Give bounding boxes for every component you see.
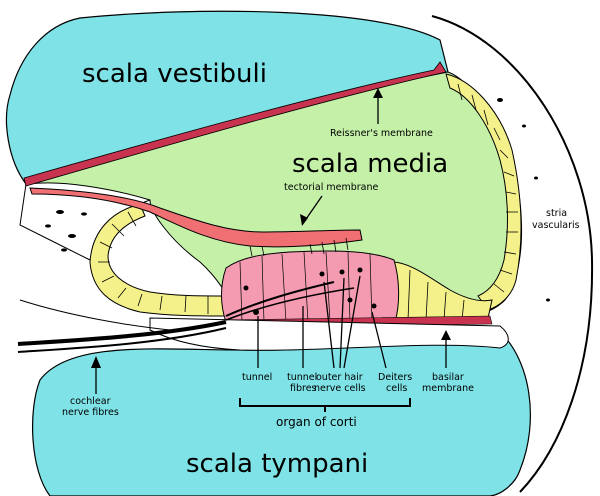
organ-of-corti-label: organ of corti [276, 415, 357, 429]
deiters-leader [371, 311, 387, 369]
stria-label-line2: vascularis [532, 220, 580, 231]
tectorial-membrane-shape [29, 187, 363, 248]
cochlear-nerve-bundle [17, 281, 355, 353]
reissners-membrane-line [23, 61, 447, 187]
cochlear-label-line1: cochlear [70, 396, 111, 407]
cell-nuclei-dots [45, 98, 550, 302]
organ-of-corti-bracket [239, 398, 411, 412]
cochlear-label-line2: nerve fibres [62, 407, 119, 418]
basilar-label-line2: membrane [422, 383, 474, 394]
scala-media-label: scala media [292, 149, 448, 179]
scala-tympani-label: scala tympani [186, 449, 368, 479]
basilar-label-line1: basilar [432, 372, 464, 383]
tectorial-arrowhead [300, 214, 308, 226]
reissners-membrane-label: Reissner's membrane [330, 128, 433, 139]
basilar-arrowhead [441, 330, 451, 340]
reissners-arrowhead [373, 88, 383, 98]
outer-hair-label-line1: outer hair [316, 372, 363, 383]
deiters-label-line2: cells [386, 383, 407, 394]
outer-hair-label-line2: nerve cells [314, 383, 366, 394]
tunnel-fibres-label-line1: tunnel [287, 372, 317, 383]
tunnel-fibres-label-line2: fibres [290, 383, 317, 394]
outer-hair-leaders [323, 275, 361, 369]
bony-floor [149, 317, 509, 351]
outer-support-cells [391, 261, 493, 323]
cochlear-arrowhead [91, 356, 101, 368]
stereocilia [249, 237, 349, 257]
scala-vestibuli-label: scala vestibuli [82, 59, 267, 89]
stria-label-line1: stria [546, 208, 567, 219]
tectorial-membrane-label: tectorial membrane [284, 182, 378, 193]
tunnel-label: tunnel [242, 372, 272, 383]
outer-wall-curve [431, 15, 594, 493]
organ-of-corti-body [221, 250, 400, 323]
deiters-label-line1: Deiters [378, 372, 412, 383]
